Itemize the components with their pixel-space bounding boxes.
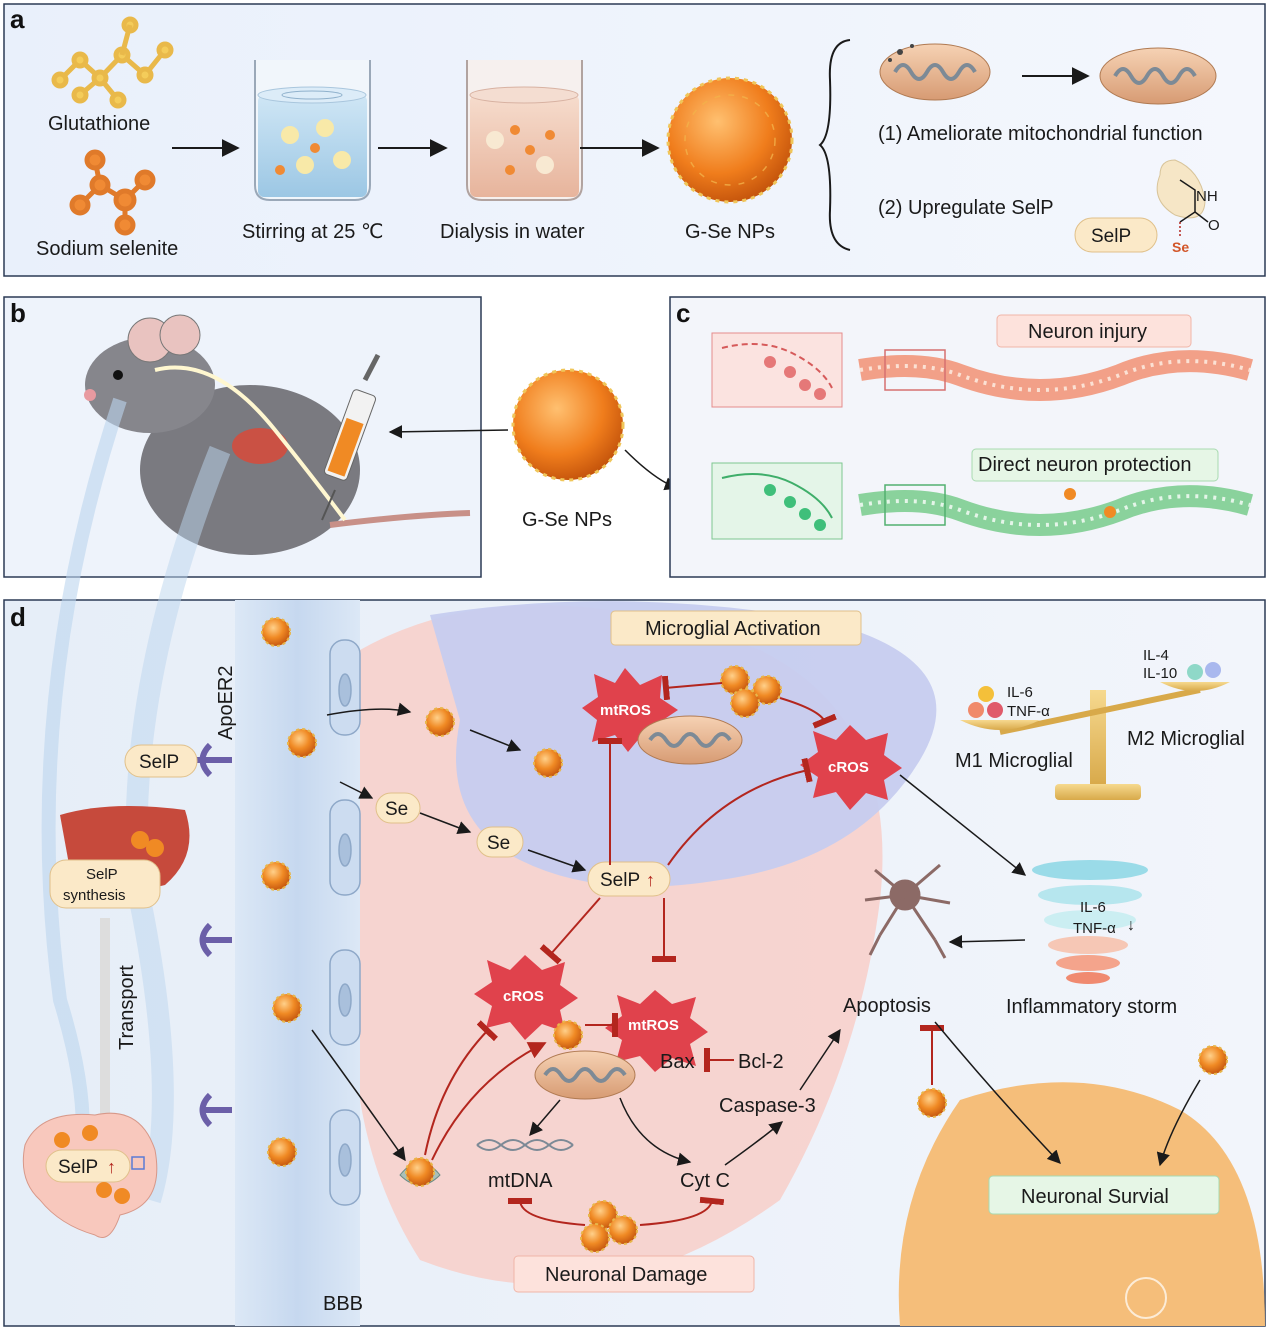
selenocysteine-structure-icon — [1179, 179, 1209, 238]
se-pill-1 — [375, 792, 421, 824]
cytc-label: Cyt C — [680, 1170, 730, 1192]
damaged-mitochondria-icon — [879, 43, 991, 101]
neuronal-survival-box — [988, 1175, 1220, 1215]
apoptosis-label: Apoptosis — [843, 995, 931, 1017]
il6-m1-label: IL-6 — [1007, 684, 1033, 701]
effect1-label: (1) Ameliorate mitochondrial function — [878, 123, 1203, 145]
selp-up-pill — [587, 861, 671, 897]
dialysis-beaker-icon — [466, 60, 583, 201]
brain-selp-text: SelP — [58, 1157, 98, 1178]
mtros-mid-burst — [605, 990, 708, 1072]
syringe-icon — [321, 353, 381, 521]
selp-pill-receptor — [124, 744, 198, 778]
selp-synthesis-box — [49, 859, 161, 909]
selp-pill-a-text: SelP — [1091, 226, 1131, 247]
o-label: O — [1208, 217, 1220, 234]
sodium-selenite-label: Sodium selenite — [36, 238, 178, 260]
selp-synthesis-line1: SelP — [86, 866, 118, 883]
il4-label: IL-4 — [1143, 647, 1169, 664]
cros-top-label: cROS — [828, 759, 869, 776]
neuronal-survival-label: Neuronal Survial — [1021, 1186, 1169, 1208]
selp-synthesis-line2: synthesis — [63, 887, 126, 904]
effect2-label: (2) Upregulate SelP — [878, 197, 1054, 219]
microglial-activation-label: Microglial Activation — [645, 618, 821, 640]
m1-label: M1 Microglial — [955, 750, 1073, 772]
caspase3-label: Caspase-3 — [719, 1095, 816, 1117]
storm-down-arrow-icon: ↓ — [1127, 917, 1135, 934]
storm-label: Inflammatory storm — [1006, 996, 1177, 1018]
tnfa-m1-label: TNF-α — [1007, 703, 1050, 720]
selp-receptor-text: SelP — [139, 752, 179, 773]
neuronal-damage-label: Neuronal Damage — [545, 1264, 707, 1286]
mtdna-label: mtDNA — [488, 1170, 553, 1192]
microglia-mitochondria-icon — [637, 715, 743, 765]
brain-selp-pill — [45, 1149, 131, 1183]
mtros-mid-label: mtROS — [628, 1017, 679, 1034]
microglial-activation-box — [610, 610, 862, 646]
se-label-a: Se — [1172, 239, 1189, 255]
brace — [818, 39, 851, 251]
protein-blob-icon — [1156, 159, 1206, 219]
panel-d: d BBB ApoER2 SelP — [3, 397, 1266, 1327]
arrow-bc — [624, 449, 679, 491]
panel-a: a Glutathione Sodium selenite — [3, 3, 1266, 277]
protection-label-box — [971, 448, 1219, 482]
transport-label: Transport — [116, 965, 138, 1050]
mtros-top-label: mtROS — [600, 702, 651, 719]
gse-label-b: G-Se NPs — [522, 509, 612, 531]
nh-label: NH — [1196, 188, 1218, 205]
cros-top-burst — [800, 725, 902, 810]
dialysis-label: Dialysis in water — [440, 221, 585, 243]
stirring-label: Stirring at 25 ℃ — [242, 221, 383, 243]
se-label-1: Se — [385, 799, 408, 820]
arrow-b — [388, 425, 509, 439]
neuron-protection-label: Direct neuron protection — [978, 454, 1191, 476]
neuronal-damage-box — [513, 1255, 755, 1293]
gse-label-a: G-Se NPs — [685, 221, 775, 243]
gse-nanoparticle-icon-b — [511, 368, 625, 482]
neuron-injury-label: Neuron injury — [1028, 321, 1147, 343]
university-seal-logo — [1125, 1277, 1167, 1319]
stirring-beaker-icon — [254, 60, 371, 201]
apoptotic-cell-icon — [864, 863, 951, 959]
panel-d-letter: d — [10, 602, 26, 632]
cros-mid-burst — [474, 955, 578, 1040]
healthy-mitochondria-icon — [1099, 47, 1217, 105]
bax-label: Bax — [660, 1051, 694, 1073]
brain-selp-up-arrow-icon: ↑ — [107, 1157, 116, 1177]
bbb-label: BBB — [323, 1293, 363, 1315]
injury-label-box — [996, 314, 1192, 348]
bcl2-label: Bcl-2 — [738, 1051, 784, 1073]
microglia-balance-scale-icon — [960, 662, 1230, 800]
panel-b-letter: b — [10, 298, 26, 328]
glutathione-molecule-icon — [51, 16, 174, 109]
glutathione-label: Glutathione — [48, 113, 150, 135]
selp-up-arrow-icon: ↑ — [646, 870, 655, 890]
se-pill-2 — [476, 826, 524, 858]
il6-storm-label: IL-6 — [1080, 899, 1106, 916]
gse-nanoparticle-icon — [666, 76, 794, 204]
sodium-selenite-molecule-icon — [69, 149, 156, 236]
inflammatory-storm-icon — [1032, 860, 1148, 984]
panel-c-letter: c — [676, 298, 690, 328]
se-label-2: Se — [487, 833, 510, 854]
selp-pill-a — [1074, 217, 1158, 253]
il10-label: IL-10 — [1143, 665, 1177, 682]
panel-c: c Neuron injury Direct neuron protection — [669, 296, 1266, 578]
selp-up-text: SelP — [600, 870, 640, 891]
tnfa-storm-label: TNF-α — [1073, 920, 1116, 937]
mtdna-helix-icon — [476, 1139, 574, 1151]
panel-a-letter: a — [10, 4, 25, 34]
apoer2-label: ApoER2 — [215, 666, 237, 741]
m2-label: M2 Microglial — [1127, 728, 1245, 750]
neuron-mitochondria-icon — [534, 1050, 636, 1100]
apoer2-receptors — [195, 742, 232, 1128]
cros-mid-label: cROS — [503, 988, 544, 1005]
